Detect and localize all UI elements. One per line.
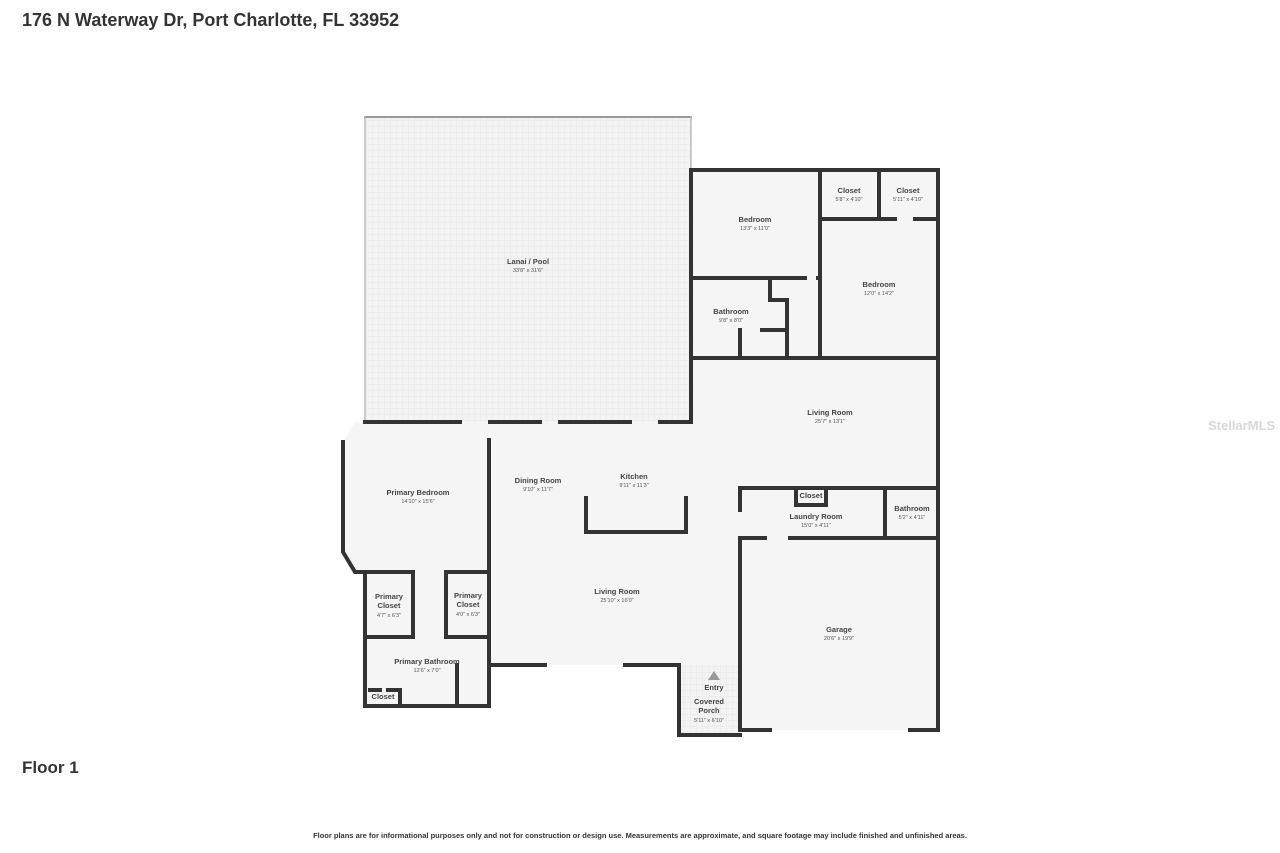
- room-primary-bedroom: Primary Bedroom: [387, 488, 450, 497]
- room-dining-room: Dining Room: [515, 476, 562, 485]
- label-line: Porch: [698, 706, 720, 715]
- floor-label: Floor 1: [22, 758, 79, 777]
- room-closet: Closet: [372, 692, 395, 701]
- porch-floor: [679, 665, 740, 735]
- room-lanai: Lanai / Pool: [507, 257, 549, 266]
- room-closet: Closet: [838, 186, 861, 195]
- label-line: Covered: [694, 697, 724, 706]
- watermark: StellarMLS: [1208, 418, 1276, 433]
- room-kitchen: Kitchen: [620, 472, 648, 481]
- label-line: Primary: [375, 592, 404, 601]
- room-labels: Lanai / Pool 33'8" x 31'6" Bedroom 13'3"…: [372, 186, 930, 724]
- room-dims: 20'6" x 19'9": [824, 636, 854, 642]
- lanai-floor: [365, 117, 691, 422]
- room-bathroom: Bathroom: [713, 307, 749, 316]
- property-address: 176 N Waterway Dr, Port Charlotte, FL 33…: [22, 10, 400, 30]
- room-dims: 25'10" x 16'0": [600, 598, 633, 604]
- room-laundry: Laundry Room: [790, 512, 843, 521]
- room-dims: 9'8" x 8'0": [719, 318, 743, 324]
- room-primary-bathroom: Primary Bathroom: [394, 657, 460, 666]
- room-dims: 13'3" x 11'0": [740, 226, 770, 232]
- room-dims: 12'6" x 7'0": [413, 668, 440, 674]
- room-garage: Garage: [826, 625, 852, 634]
- room-dims: 5'8" x 4'10": [835, 197, 862, 203]
- room-bedroom: Bedroom: [863, 280, 896, 289]
- room-dims: 9'11" x 11'3": [619, 483, 648, 489]
- room-closet: Closet: [897, 186, 920, 195]
- label-line: Closet: [378, 601, 401, 610]
- room-bathroom: Bathroom: [894, 504, 930, 513]
- room-dims: 4'7" x 6'3": [377, 613, 401, 619]
- entry-arrow-icon: [708, 671, 720, 680]
- room-bedroom: Bedroom: [739, 215, 772, 224]
- room-dims: 33'8" x 31'6": [513, 268, 543, 274]
- disclaimer: Floor plans are for informational purpos…: [313, 831, 967, 840]
- room-closet: Closet: [800, 491, 823, 500]
- room-dims: 5'2" x 4'11": [899, 515, 926, 521]
- room-dims: 25'7" x 13'1": [815, 419, 845, 425]
- room-dims: 5'11" x 6'10": [694, 718, 724, 724]
- room-dims: 5'11" x 4'10": [893, 197, 923, 203]
- room-dims: 12'0" x 14'2": [864, 291, 894, 297]
- entry-label: Entry: [704, 683, 724, 692]
- label-line: Primary: [454, 591, 483, 600]
- room-living-room: Living Room: [807, 408, 853, 417]
- room-dims: 4'0" x 6'3": [456, 612, 480, 618]
- walls: [341, 116, 940, 737]
- room-dims: 9'10" x 11'7": [523, 487, 553, 493]
- label-line: Closet: [457, 600, 480, 609]
- room-dims: 14'10" x 15'6": [401, 499, 434, 505]
- room-dims: 15'0" x 4'11": [801, 523, 831, 529]
- interior-floor: [343, 170, 938, 730]
- room-living-room: Living Room: [594, 587, 640, 596]
